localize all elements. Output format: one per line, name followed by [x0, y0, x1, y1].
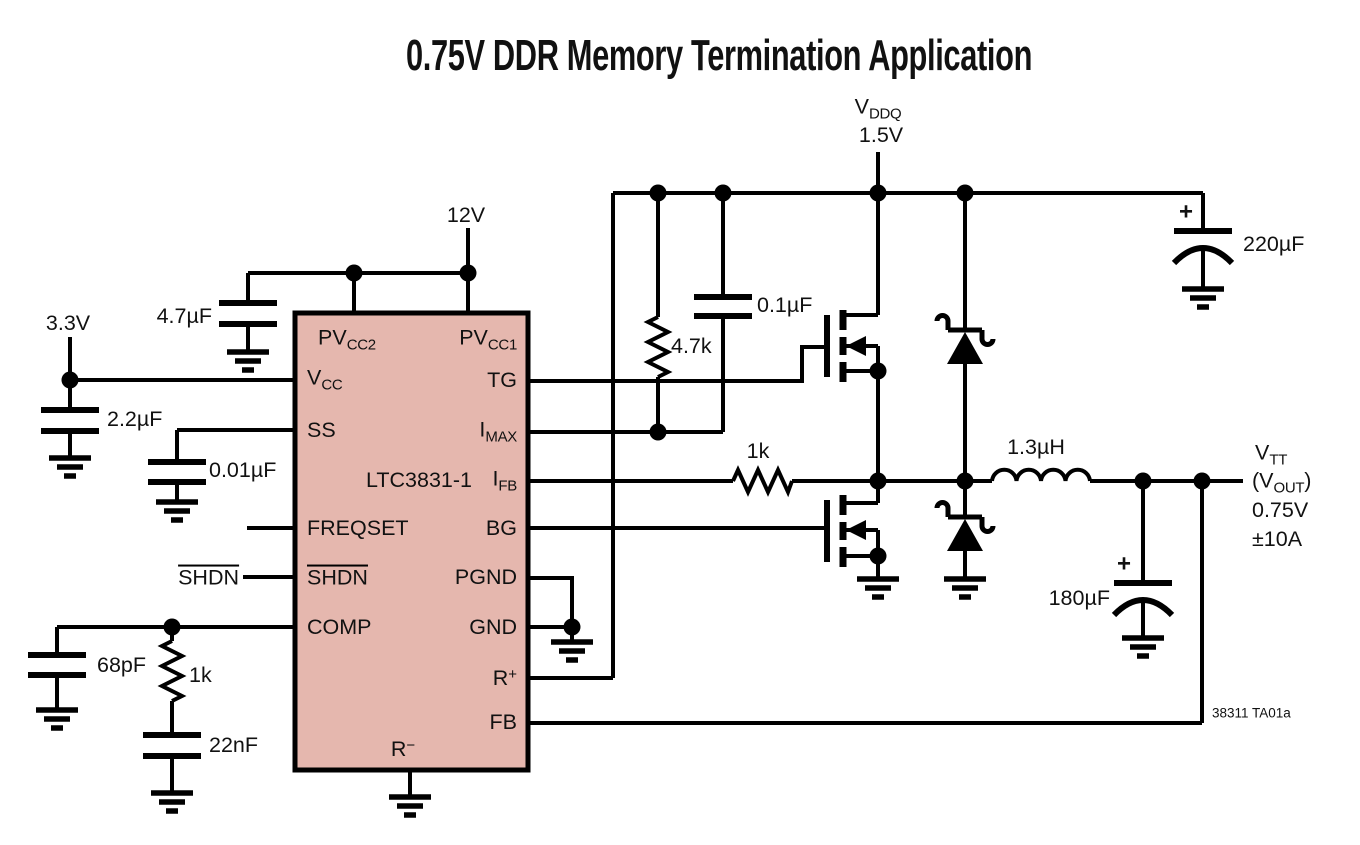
pin-pvcc2: PVCC2 — [318, 325, 376, 354]
schottky-diode-top — [934, 313, 996, 364]
mosfet-top-body-arrow — [846, 336, 866, 356]
capacitor-180u-polarized — [1111, 580, 1175, 618]
label-res-1k-ifb: 1k — [746, 438, 770, 463]
pin-tg: TG — [487, 367, 517, 392]
label-fig-note: 38311 TA01a — [1212, 705, 1291, 721]
label-vddq: VDDQ — [854, 94, 902, 123]
junction-dots — [61, 184, 1211, 636]
label-vtt: VTT — [1255, 440, 1288, 469]
ic-part-number: LTC3831-1 — [366, 467, 472, 492]
label-shdn-external: SHDN — [178, 564, 239, 590]
label-vout-volt: 0.75V — [1252, 497, 1309, 522]
page-title: 0.75V DDR Memory Termination Application — [405, 30, 1033, 80]
ground-c0u01 — [156, 499, 198, 523]
resistor-4k7 — [643, 315, 673, 379]
resistor-1k-comp — [157, 639, 187, 703]
label-vddq-volt: 1.5V — [858, 122, 904, 147]
capacitor-220u-polarized — [1171, 228, 1235, 266]
label-12v: 12V — [446, 202, 486, 227]
diode-top-schottky-bar — [934, 313, 996, 347]
label-cap-0u1: 0.1µF — [757, 292, 813, 317]
label-plus-220u: + — [1178, 198, 1194, 226]
ground-c220u — [1182, 286, 1224, 310]
ground-c2u2 — [49, 455, 91, 479]
label-inductor-1u3: 1.3µH — [1007, 434, 1065, 459]
ground-c4u7 — [227, 349, 269, 373]
ground-symbols — [36, 286, 1224, 818]
label-cap-68p: 68pF — [97, 652, 147, 677]
label-cap-220u: 220µF — [1243, 231, 1305, 256]
label-cap-4u7: 4.7µF — [156, 303, 212, 328]
diode-top-anode-triangle — [947, 332, 983, 364]
label-cap-2u2: 2.2µF — [107, 406, 163, 431]
capacitor-2u2 — [41, 407, 99, 434]
ground-botfet — [857, 576, 899, 600]
label-cap-0u01: 0.01µF — [209, 457, 277, 482]
mosfet-bottom — [824, 495, 866, 567]
wire-rplus-sense — [528, 193, 615, 680]
pin-shdn: SHDN — [307, 564, 368, 590]
diode-bottom-anode-triangle — [947, 519, 983, 551]
pin-freqset: FREQSET — [307, 515, 409, 540]
capacitors — [28, 228, 1235, 759]
label-res-1k-comp: 1k — [189, 662, 212, 687]
ground-botdiode — [944, 576, 986, 600]
inductor-coil — [990, 467, 1092, 482]
capacitor-68p — [28, 652, 86, 678]
mosfet-bottom-body-arrow — [846, 520, 866, 540]
wire-ss-c0u01 — [175, 428, 295, 502]
ground-rminus — [389, 794, 431, 818]
capacitor-0u01 — [148, 459, 206, 485]
label-cap-22n: 22nF — [209, 732, 259, 757]
pin-imax: IMAX — [479, 417, 517, 446]
capacitor-22n — [143, 732, 201, 759]
ic-body-ltc3831 — [292, 310, 531, 773]
pin-comp: COMP — [307, 614, 372, 639]
wire-fb — [528, 481, 1204, 725]
wire-tg — [528, 345, 827, 383]
wire-topfet-drain — [843, 193, 880, 317]
pin-rplus: R+ — [492, 665, 517, 690]
pin-pvcc1: PVCC1 — [459, 325, 517, 354]
label-plus-180u: + — [1116, 550, 1132, 578]
label-vout-amps: ±10A — [1252, 526, 1303, 551]
label-3v3: 3.3V — [45, 310, 91, 335]
wire-pgnd — [528, 576, 574, 627]
mosfet-top — [824, 310, 866, 382]
capacitor-4u7 — [219, 300, 277, 327]
resistors — [157, 315, 794, 703]
label-res-4k7: 4.7k — [671, 333, 712, 358]
pin-ifb: IFB — [492, 466, 517, 495]
pin-ss: SS — [307, 417, 336, 442]
ground-c180u — [1122, 635, 1164, 659]
resistor-1k-ifb — [731, 465, 794, 498]
schottky-diode-bottom — [934, 500, 996, 551]
label-vout: (VOUT) — [1252, 468, 1312, 497]
pin-vcc: VCC — [307, 365, 343, 394]
pin-pgnd: PGND — [454, 564, 517, 589]
pin-fb: FB — [489, 709, 517, 734]
diode-bottom-schottky-bar — [934, 500, 996, 534]
pin-bg: BG — [485, 515, 517, 540]
ground-gnd-pin — [551, 639, 593, 663]
ground-c68p — [36, 707, 78, 731]
label-cap-180u: 180µF — [1048, 585, 1110, 610]
pin-rminus: R− — [390, 736, 416, 761]
ground-c22n — [151, 790, 193, 814]
pin-gnd: GND — [469, 614, 517, 639]
capacitor-0u1 — [694, 294, 752, 319]
